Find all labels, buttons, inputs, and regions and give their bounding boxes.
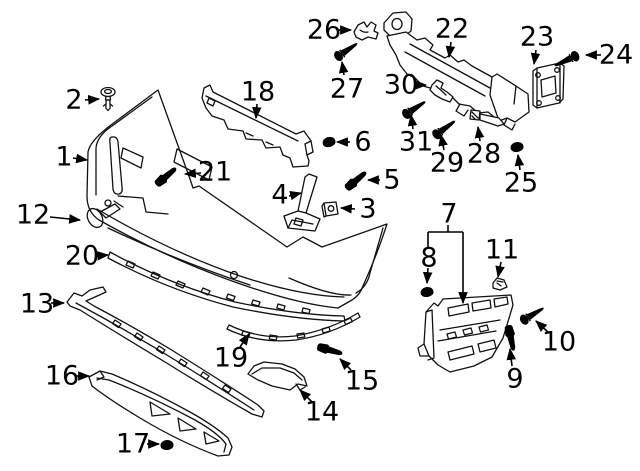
part-1-bumper-cover-drawing [86,89,388,309]
part-6-grommet-drawing [321,135,337,149]
part-4-bracket-drawing [283,173,321,232]
part-16-lower-garnish-drawing [88,370,233,457]
callout-25-label: 25 [503,167,539,199]
callout-19-arrow [238,333,250,348]
callout-21-label: 21 [197,156,233,188]
part-17-nut-drawing [160,439,174,451]
callout-8-arrow [422,267,433,285]
part-25-nut-drawing [509,140,525,154]
callout-20-label: 20 [64,240,100,272]
callout-4-arrow [288,190,303,201]
part-22-impact-bar-drawing [383,11,530,131]
part-7-side-bracket-drawing [417,294,514,373]
callout-22-arrow [445,41,456,59]
callout-3-label: 3 [359,193,377,225]
callout-29-label: 29 [429,147,465,179]
callout-25-arrow [514,153,525,171]
callout-14-label: 14 [304,396,340,428]
callout-2-label: 2 [65,84,83,116]
callout-8-label: 8 [420,242,438,274]
callout-5-label: 5 [383,164,401,196]
part-26-bracket-drawing [353,21,379,41]
part-29-screw-drawing [430,116,459,142]
callout-29-arrow [438,133,448,151]
callout-10-arrow [535,320,550,334]
callout-13-label: 13 [19,288,55,320]
callout-14-arrow [299,389,313,403]
part-10-screw-drawing [518,303,547,327]
callout-20-arrow [94,251,110,261]
part-13-lower-molding-drawing [66,286,265,418]
callout-28-label: 28 [466,138,502,170]
callout-4-label: 4 [271,179,289,211]
callout-1-label: 1 [55,141,73,173]
callout-3-arrow [339,203,356,214]
callout-22-label: 22 [434,13,470,45]
part-5-bolt-drawing [343,168,370,193]
part-12-clip-drawing [86,200,124,229]
callout-11-arrow [495,261,505,279]
part-15-bolt-drawing [316,341,344,359]
callout-19-label: 19 [213,342,249,374]
callout-31-label: 31 [398,126,434,158]
callout-17-label: 17 [115,428,151,460]
part-2-push-clip-drawing [100,86,116,112]
leader-lines [49,25,601,449]
callout-2-arrow [84,94,101,105]
callout-30-label: 30 [383,69,419,101]
part-11-clip-drawing [492,277,508,291]
part-28-clip-bracket-drawing [469,109,505,127]
part-9-bolt-drawing [503,324,519,352]
callout-10-label: 10 [541,326,577,358]
part-8-nut-drawing [419,285,435,299]
callout-18-label: 18 [240,76,276,108]
callout-12-arrow [49,214,82,224]
callout-28-arrow [474,125,485,142]
callout-7-label: 7 [440,198,458,230]
callout-11-label: 11 [484,234,520,266]
part-30-bracket-drawing [429,79,454,103]
callout-9-label: 9 [506,363,524,395]
callout-23-label: 23 [519,21,555,53]
part-23-mounting-plate-drawing [532,62,565,109]
callout-26-label: 26 [306,14,342,46]
part-14-trim-piece-drawing [247,361,308,391]
part-3-clip-nut-drawing [321,201,339,218]
callout-15-arrow [339,358,352,371]
callout-31-arrow [407,113,418,130]
callout-18-arrow [251,103,262,120]
callout-9-arrow [506,347,517,367]
callout-12-label: 12 [15,199,51,231]
callout-16-label: 16 [44,360,80,392]
callout-6-label: 6 [354,126,372,158]
callout-24-label: 24 [598,39,634,71]
callout-27-label: 27 [329,73,365,105]
callout-23-arrow [530,49,541,66]
callout-27-arrow [338,60,349,76]
callout-21-arrow [183,168,202,179]
callout-1-arrow [72,153,89,164]
callout-7-bracket [427,225,463,247]
callout-15-label: 15 [344,365,380,397]
part-18-energy-absorber-drawing [201,84,314,168]
